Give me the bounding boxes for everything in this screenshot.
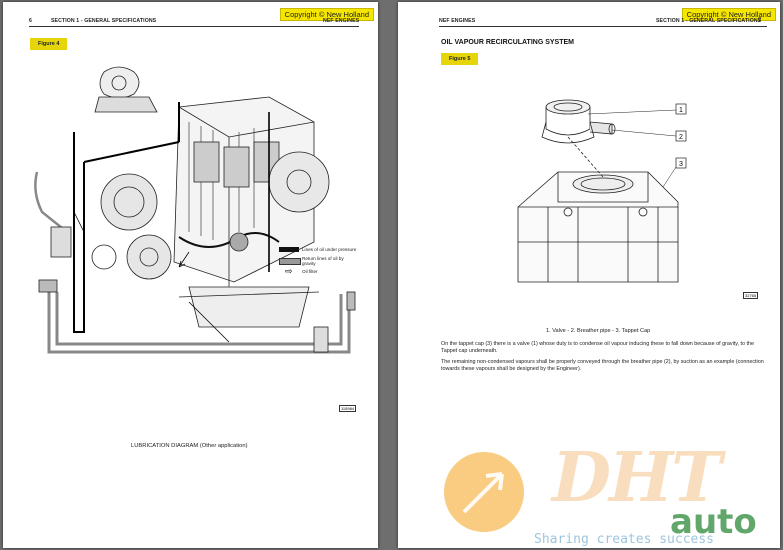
- engine-title: NEF ENGINES: [439, 18, 476, 24]
- figure-caption: 1. Valve - 2. Breather pipe - 3. Tappet …: [546, 328, 651, 334]
- figure-caption: LUBRICATION DIAGRAM (Other application): [131, 443, 248, 449]
- page-number: 6: [29, 18, 32, 24]
- page-number: 7: [758, 18, 762, 24]
- legend-gravity-line2: gravity: [302, 261, 316, 266]
- callout-3: 3: [679, 161, 683, 168]
- recirculating-system-diagram: 1 2 3: [517, 99, 687, 283]
- paragraph-2: The remaining non-condensed vapours shal…: [441, 359, 764, 372]
- section-title: SECTION 1 - GENERAL SPECIFICATIONS: [51, 18, 157, 24]
- callout-3-box: [675, 157, 687, 169]
- figure-label: Figure 5: [441, 53, 479, 65]
- callout-1: 1: [679, 107, 683, 114]
- copyright-badge: Copyright © New Holland: [279, 8, 374, 21]
- legend-pressure-swatch: [279, 247, 299, 252]
- callout-2: 2: [679, 134, 683, 141]
- image-code: 32765: [743, 292, 759, 299]
- header-rule: [439, 26, 767, 27]
- callout-1-box: [675, 103, 687, 115]
- engine-title: NEF ENGINES: [323, 18, 360, 24]
- section-heading: OIL VAPOUR RECIRCULATING SYSTEM: [441, 39, 575, 46]
- figure-label: Figure 4: [30, 38, 68, 50]
- callout-2-box: [675, 130, 687, 142]
- copyright-badge: Copyright © New Holland: [681, 8, 776, 21]
- legend-pressure: Lines of oil under pressure: [302, 247, 357, 252]
- image-code: 115984: [339, 405, 357, 412]
- paragraph-1: On the tappet cap (3) there is a valve (…: [441, 341, 755, 354]
- section-title: SECTION 1 - GENERAL SPECIFICATIONS: [656, 18, 762, 24]
- lubrication-diagram: [34, 66, 356, 354]
- arrow-right-icon: ⇨: [285, 266, 293, 276]
- legend-gravity-swatch: [279, 258, 301, 265]
- legend-filter: Oil filter: [302, 269, 318, 274]
- header-rule: [29, 26, 359, 27]
- left-page: Copyright © New Holland 6 SECTION 1 - GE…: [3, 2, 378, 548]
- legend-gravity-line1: Return lines of oil by: [302, 256, 344, 261]
- right-page: Copyright © New Holland NEF ENGINES SECT…: [398, 2, 780, 548]
